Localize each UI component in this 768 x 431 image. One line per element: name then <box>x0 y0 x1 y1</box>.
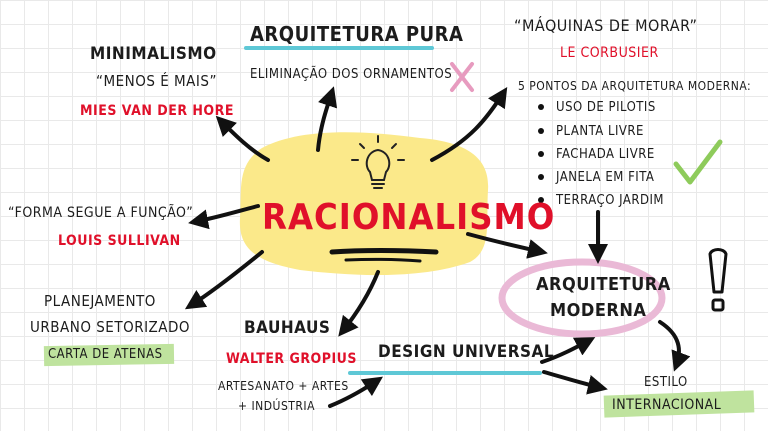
minimalismo-quote: “Menos é mais” <box>96 72 217 90</box>
design-title: Design universal <box>378 342 555 362</box>
estilo-internacional-highlight <box>603 390 755 418</box>
arrow-design-to-estilo <box>542 370 608 395</box>
moderna-ellipse <box>498 258 666 338</box>
center-underline <box>329 248 439 255</box>
bauhaus-line2: + indústria <box>238 399 315 413</box>
bauhaus-title: Bauhaus <box>244 318 331 338</box>
arrow-to-minimalismo <box>215 115 270 162</box>
minimalismo-author: Mies van der Hore <box>80 103 234 119</box>
maquinas-point: Janela em fita <box>556 170 655 185</box>
arrow-to-moderna <box>466 232 548 259</box>
moderna-line1: Arquitetura <box>536 274 671 295</box>
arrow-to-forma <box>188 204 260 230</box>
bauhaus-line1: Artesanato + artes <box>218 379 349 393</box>
maquinas-quote: “Máquinas de morar” <box>514 16 698 35</box>
maquinas-point: Terraço jardim <box>556 193 664 208</box>
estilo-line1: Estilo <box>644 375 688 390</box>
arrow-to-maquinas <box>430 86 508 162</box>
center-underline-2 <box>344 257 422 263</box>
planejamento-line2: urbano setorizado <box>30 318 191 336</box>
arquitetura-pura-subtitle: Eliminação dos ornamentos <box>250 67 453 82</box>
planejamento-line1: Planejamento <box>44 292 156 310</box>
moderna-line2: moderna <box>550 300 647 321</box>
arrow-to-planejamento <box>184 250 264 310</box>
maquinas-point: Uso de pilotis <box>556 100 656 115</box>
estilo-line2: Internacional <box>612 397 722 413</box>
maquinas-point: Fachada livre <box>556 147 655 162</box>
carta-atenas-highlight <box>43 343 175 367</box>
maquinas-author: Le Corbusier <box>560 45 659 61</box>
cross-mark-icon <box>450 62 474 92</box>
exclamation-icon <box>708 248 728 312</box>
minimalismo-title: Minimalismo <box>90 44 217 64</box>
arquitetura-pura-title: Arquitetura Pura <box>250 22 464 46</box>
arrow-to-arquitetura-pura <box>316 86 338 152</box>
center-title: Racionalismo <box>262 197 556 238</box>
forma-quote: “Forma segue a função” <box>8 205 194 221</box>
lightbulb-icon <box>351 135 405 189</box>
check-mark-icon <box>673 139 723 185</box>
center-highlight <box>239 132 489 276</box>
maquinas-list-title: 5 pontos da arquitetura moderna: <box>518 79 752 93</box>
maquinas-point: Planta livre <box>556 124 644 139</box>
arrow-design-to-moderna <box>540 337 596 364</box>
arrow-to-bauhaus <box>338 270 380 337</box>
forma-author: Louis Sullivan <box>58 233 181 249</box>
points-bullets <box>538 104 544 203</box>
planejamento-tag: Carta de Atenas <box>48 347 163 362</box>
bauhaus-author: Walter Gropius <box>226 351 357 367</box>
arrow-bauhaus-to-design <box>328 376 383 408</box>
arrow-moderna-to-estilo <box>658 320 691 372</box>
